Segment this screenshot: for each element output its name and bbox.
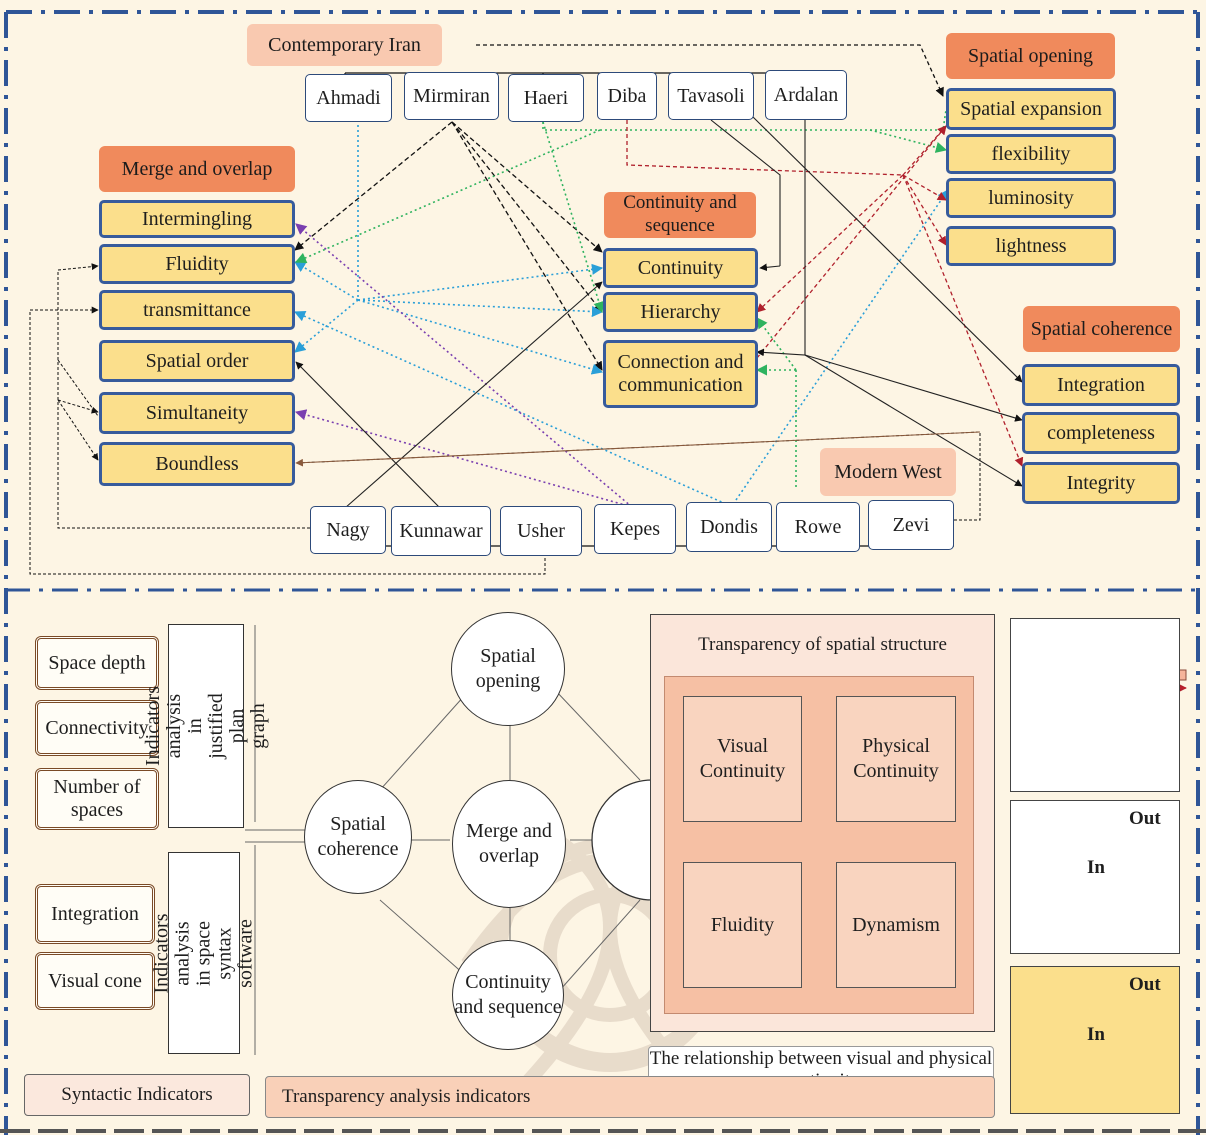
name-diba: Diba <box>597 72 657 120</box>
item-intermingling: Intermingling <box>99 200 295 238</box>
circle-spatial-opening: Spatial opening <box>451 612 565 726</box>
name-ardalan: Ardalan <box>765 70 847 120</box>
name-kunnawar: Kunnawar <box>391 506 491 556</box>
quad-dynamism: Dynamism <box>836 862 956 988</box>
item-lightness: lightness <box>946 226 1116 266</box>
quad-fluidity: Fluidity <box>683 862 802 988</box>
name-usher: Usher <box>500 506 582 556</box>
item-connection-communication: Connection and communication <box>603 340 758 408</box>
item-hierarchy: Hierarchy <box>603 292 758 332</box>
name-rowe: Rowe <box>776 502 860 552</box>
item-transmittance: transmittance <box>99 290 295 330</box>
spatial-coherence-header: Spatial coherence <box>1023 306 1180 352</box>
item-integration: Integration <box>1022 364 1180 406</box>
in-label-2: In <box>1087 1024 1105 1045</box>
name-zevi: Zevi <box>868 500 954 550</box>
vtab-space-syntax: Indicators analysis in space syntax soft… <box>151 852 257 1054</box>
big-half-circle <box>591 779 653 901</box>
merge-overlap-header: Merge and overlap <box>99 146 295 192</box>
name-tavasoli: Tavasoli <box>668 72 754 120</box>
item-flexibility: flexibility <box>946 134 1116 174</box>
item-simultaneity: Simultaneity <box>99 392 295 434</box>
item-integrity: Integrity <box>1022 462 1180 504</box>
circle-continuity-sequence: Continuity and sequence <box>452 940 564 1050</box>
icon-panel-out <box>1010 800 1180 954</box>
mirmiran-links <box>294 121 603 371</box>
in-label-1: In <box>1087 857 1105 878</box>
name-mirmiran: Mirmiran <box>404 72 499 120</box>
name-haeri: Haeri <box>508 74 584 122</box>
circle-merge-overlap: Merge and overlap <box>452 780 566 908</box>
modern-west-header: Modern West <box>820 448 956 496</box>
out-label-1: Out <box>1129 808 1161 829</box>
kepes-links <box>294 223 633 508</box>
name-ahmadi: Ahmadi <box>305 74 392 122</box>
icon-panel-movement <box>1010 618 1180 792</box>
quad-physical-continuity: Physical Continuity <box>836 696 956 822</box>
item-boundless: Boundless <box>99 442 295 486</box>
item-continuity: Continuity <box>603 248 758 288</box>
name-dondis: Dondis <box>686 502 772 552</box>
transparency-indicators-label: Transparency analysis indicators <box>265 1076 995 1118</box>
continuity-sequence-header: Continuity and sequence <box>604 192 756 238</box>
circle-spatial-coherence: Spatial coherence <box>304 780 412 894</box>
item-spatial-expansion: Spatial expansion <box>946 88 1116 130</box>
name-kepes: Kepes <box>594 504 676 554</box>
transparency-title: Transparency of spatial structure <box>698 634 947 655</box>
syntactic-indicators-label: Syntactic Indicators <box>24 1074 250 1116</box>
indicator-space-depth: Space depth <box>35 636 159 690</box>
indicator-number-of-spaces: Number of spaces <box>35 768 159 830</box>
icon-panel-in <box>1010 966 1180 1114</box>
name-nagy: Nagy <box>310 506 386 554</box>
quad-visual-continuity: Visual Continuity <box>683 696 802 822</box>
contemporary-iran-header: Contemporary Iran <box>247 24 442 66</box>
indicator-connectivity: Connectivity <box>35 700 159 756</box>
indicator-integration: Integration <box>35 884 155 944</box>
west-links <box>295 281 603 509</box>
vtab-justified-plan-graph: Indicators analysis in justified plan gr… <box>142 624 269 828</box>
item-fluidity: Fluidity <box>99 244 295 284</box>
out-label-2: Out <box>1129 974 1161 995</box>
spatial-opening-header: Spatial opening <box>946 33 1115 79</box>
item-luminosity: luminosity <box>946 178 1116 218</box>
indicator-visual-cone: Visual cone <box>35 952 155 1010</box>
item-completeness: completeness <box>1022 412 1180 454</box>
item-spatial-order: Spatial order <box>99 340 295 382</box>
